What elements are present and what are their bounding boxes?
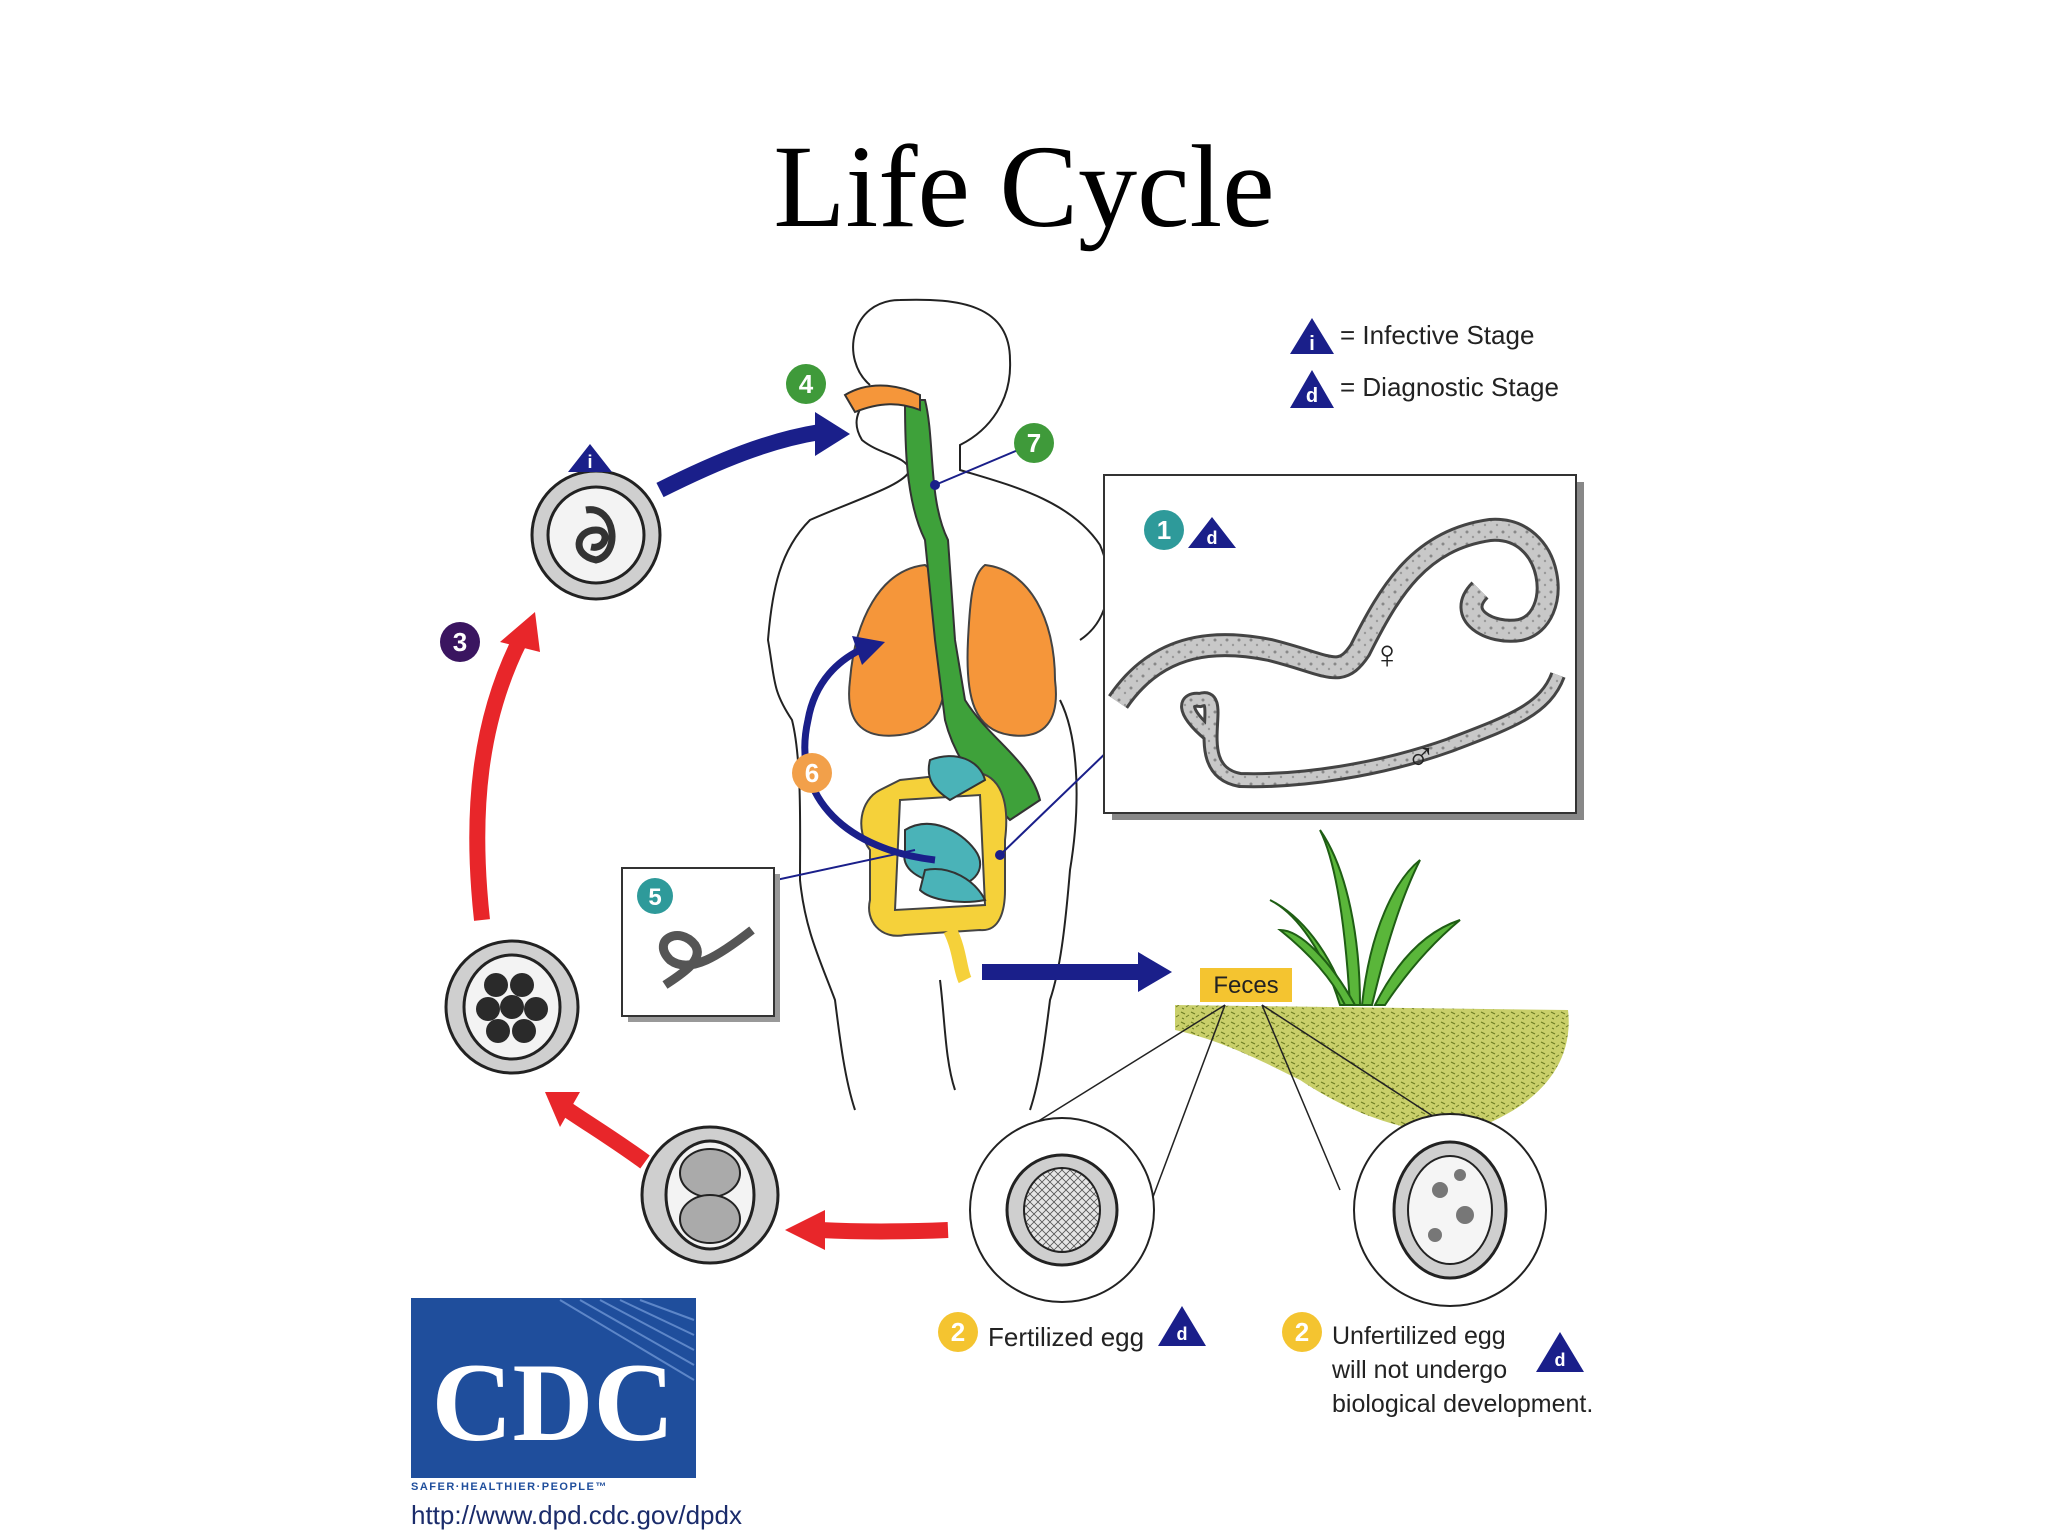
unfertilized-egg-line2: will not undergo [1331, 1356, 1507, 1384]
svg-text:d: d [1555, 1350, 1566, 1370]
svg-text:1: 1 [1157, 515, 1171, 545]
grass-plant [1269, 829, 1461, 1006]
human-body-outline [766, 298, 1110, 1111]
arrow-red-bottom [819, 1222, 949, 1240]
cdc-logo-text: CDC [432, 1341, 675, 1465]
legend-infective-icon: i [1290, 318, 1334, 355]
cdc-url[interactable]: http://www.dpd.cdc.gov/dpdx [411, 1500, 742, 1530]
lungs [848, 563, 1057, 737]
unfertilized-egg-line3: biological development. [1332, 1390, 1593, 1418]
arrow-red-lower-left [563, 1103, 650, 1169]
legend-diagnostic-icon: d [1290, 370, 1334, 408]
unfertilized-egg-line1: Unfertilized egg [1332, 1322, 1506, 1350]
feces-label: Feces [1213, 972, 1278, 999]
step-badge-2-unfertilized: 2 [1282, 1312, 1322, 1352]
stomach [927, 755, 987, 802]
step-badge-6: 6 [792, 753, 832, 793]
adult-worms-panel: ♀ ♂ [1103, 474, 1584, 820]
legend: i = Infective Stage d = Diagnostic Stage [1290, 318, 1559, 408]
svg-text:3: 3 [453, 627, 467, 657]
fertilized-egg-label: Fertilized egg [988, 1322, 1144, 1352]
mouth-airway [843, 384, 921, 414]
svg-text:6: 6 [805, 758, 819, 788]
unfertilized-egg-view [1353, 1113, 1547, 1307]
female-symbol: ♀ [1372, 633, 1402, 677]
step-badge-4: 4 [786, 364, 826, 404]
soil-ground [1175, 1005, 1569, 1132]
svg-text:d: d [1306, 385, 1318, 407]
svg-text:d: d [1207, 528, 1218, 548]
arrow-red-left-head [500, 612, 540, 652]
step-badge-3: 3 [440, 622, 480, 662]
arrow-red-left [469, 636, 528, 921]
esophagus [903, 399, 1042, 822]
male-symbol: ♂ [1406, 735, 1436, 779]
rectum [943, 926, 972, 984]
svg-text:4: 4 [799, 369, 814, 399]
egg-embryonated-larva [530, 469, 662, 601]
arrow-migration-head [852, 636, 885, 665]
svg-text:d: d [1177, 1324, 1188, 1344]
small-intestine [903, 822, 987, 903]
svg-text:5: 5 [648, 884, 661, 911]
arrow-migration [801, 646, 936, 864]
svg-text:7: 7 [1027, 428, 1041, 458]
cdc-tagline: SAFER·HEALTHIER·PEOPLE™ [411, 1481, 608, 1493]
leader-lines [757, 444, 1113, 888]
arrow-excretion-shaft [982, 964, 1140, 980]
svg-text:i: i [1309, 333, 1315, 355]
arrow-red-bottom-head [785, 1210, 825, 1250]
larva-icon [658, 926, 755, 989]
diagnostic-stage-icon-fertilized: d [1158, 1306, 1206, 1346]
egg-two-cell [640, 1125, 780, 1265]
step-badge-5: 5 [637, 878, 673, 914]
egg-morula [444, 939, 580, 1075]
cdc-logo: CDC SAFER·HEALTHIER·PEOPLE™ [411, 1298, 696, 1493]
legend-infective-label: = Infective Stage [1340, 320, 1534, 350]
svg-text:2: 2 [951, 1317, 965, 1347]
arrow-ingestion [656, 424, 822, 498]
svg-text:2: 2 [1295, 1317, 1309, 1347]
feces-box [1200, 968, 1292, 1002]
step-badge-1: 1 [1144, 510, 1184, 550]
arrow-excretion-head [1138, 952, 1172, 992]
legend-diagnostic-label: = Diagnostic Stage [1340, 372, 1559, 402]
arrow-red-lower-left-head [545, 1092, 580, 1127]
diagnostic-stage-icon-unfertilized: d [1536, 1332, 1584, 1372]
diagnostic-stage-icon-1: d [1188, 517, 1236, 548]
step-badge-7: 7 [1014, 423, 1054, 463]
svg-text:i: i [587, 452, 592, 472]
page-title: Life Cycle [773, 121, 1275, 252]
step-badge-2-fertilized: 2 [938, 1312, 978, 1352]
fertilized-egg-view [969, 1117, 1155, 1303]
zoom-lines [999, 1004, 1486, 1206]
infective-stage-icon: i [568, 444, 612, 472]
arrow-ingestion-head [815, 412, 850, 456]
